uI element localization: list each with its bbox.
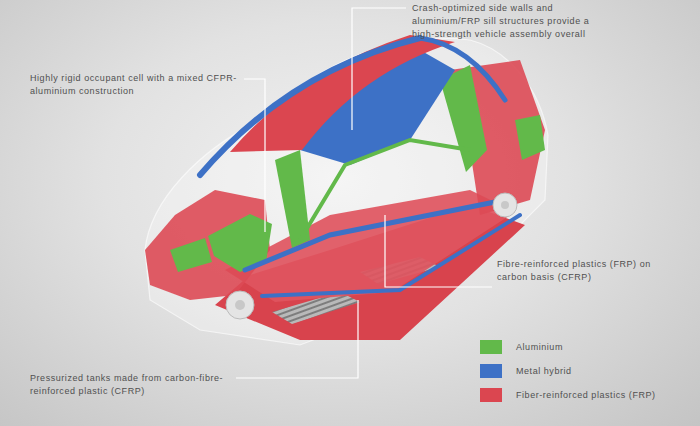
legend-swatch	[480, 364, 502, 378]
legend-label: Aluminium	[516, 341, 563, 354]
leader-line	[385, 215, 492, 287]
sill	[245, 200, 505, 270]
roof-rail	[420, 38, 505, 100]
leader-line	[352, 8, 406, 130]
sill	[262, 215, 520, 296]
callout-text: Fibre-reinforced plastics (FRP) on carbo…	[497, 258, 672, 284]
callout-text: Highly rigid occupant cell with a mixed …	[30, 72, 240, 98]
wheel-hub	[501, 201, 509, 209]
leader-line	[236, 300, 358, 378]
roof	[230, 35, 455, 152]
legend-swatch	[480, 340, 502, 354]
leader-line	[244, 79, 265, 232]
wheel-hub	[226, 291, 254, 319]
callout-text: Crash-optimized side walls and aluminium…	[412, 2, 612, 41]
front-aluminium	[170, 238, 212, 272]
legend-swatch	[480, 388, 502, 402]
legend-label: Metal hybrid	[516, 365, 572, 378]
legend-entry: Metal hybrid	[480, 364, 690, 380]
wheel-hub	[235, 300, 245, 310]
wheel-hub	[493, 193, 517, 217]
rear-aluminium	[515, 115, 545, 160]
legend-entry: Fiber-reinforced plastics (FRP)	[480, 388, 690, 404]
callout-text: Pressurized tanks made from carbon-fibre…	[30, 372, 230, 398]
legend-entry: Aluminium	[480, 340, 690, 356]
legend-label: Fiber-reinforced plastics (FRP)	[516, 389, 656, 402]
a-pillar	[200, 38, 420, 175]
